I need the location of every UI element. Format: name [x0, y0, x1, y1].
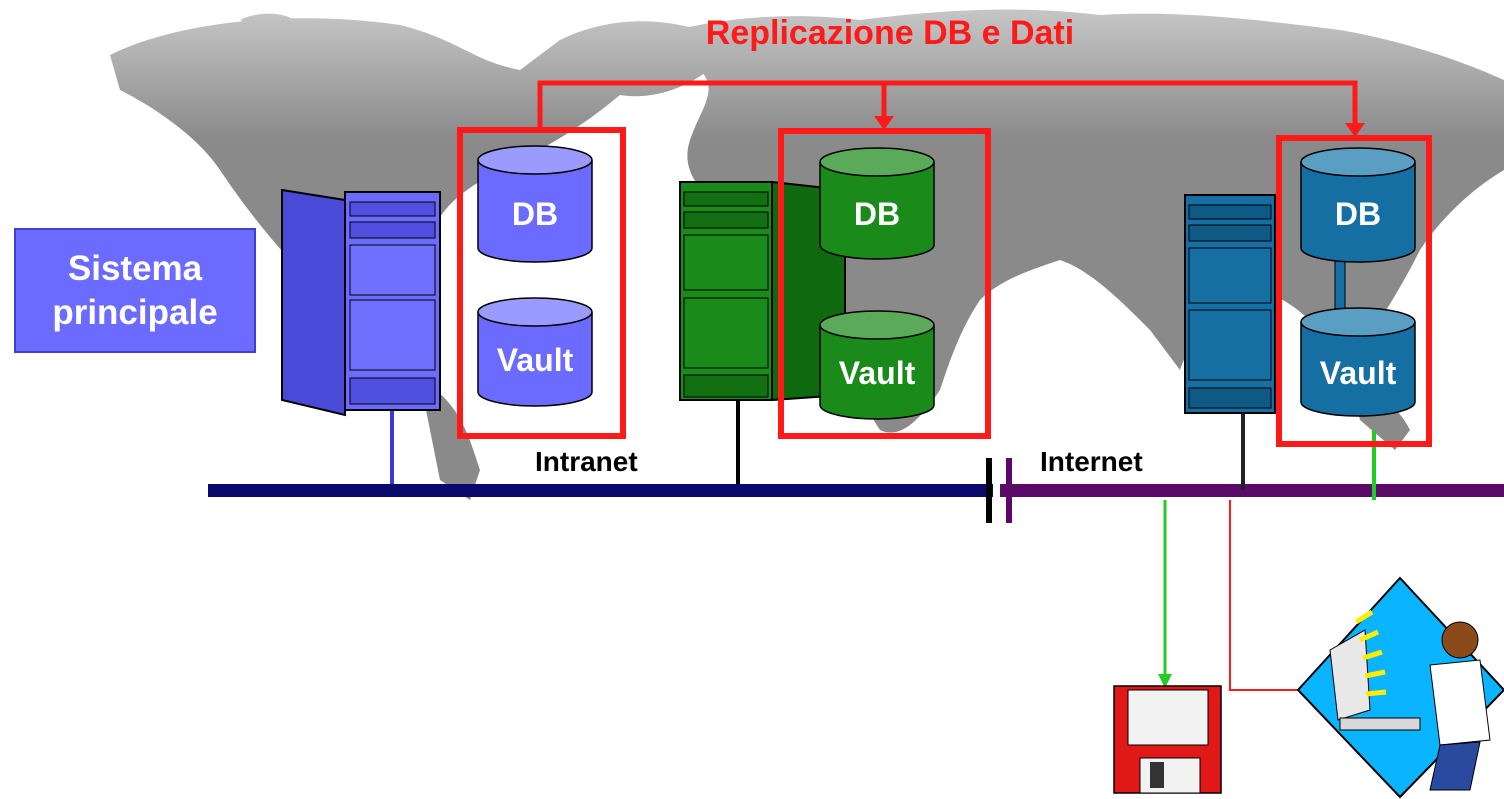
vault-label-replica-2: Vault [1319, 355, 1397, 391]
db-label-replica-2: DB [1334, 196, 1382, 232]
database-icon-replica-2-db [1300, 147, 1416, 263]
replication-arrows [537, 80, 1358, 130]
vault-label-replica-1: Vault [838, 355, 916, 391]
replication-frame-primary [457, 127, 626, 439]
user-at-computer-icon [1296, 576, 1504, 799]
replication-frame-replica-1 [778, 128, 991, 439]
vault-label-primary: Vault [496, 342, 574, 378]
db-label-replica-1: DB [853, 196, 901, 232]
replication-frame-replica-2 [1276, 135, 1432, 447]
database-icon-replica-1-db [819, 147, 935, 260]
arrowheads [874, 116, 1365, 137]
diagram-title: Replicazione DB e Dati [705, 14, 1075, 52]
main-system-label-line-1: Sistema [67, 248, 203, 288]
database-icon-replica-1-vault [819, 310, 935, 420]
internet-line [1000, 484, 1504, 497]
intranet-label: Intranet [535, 446, 638, 477]
database-icon-replica-2-vault [1300, 307, 1416, 417]
server-icon-primary [281, 188, 441, 417]
database-icon-primary-vault [477, 297, 593, 407]
intranet-line [208, 484, 993, 497]
floppy-disk-icon [1113, 685, 1222, 794]
database-icon-primary-db [477, 145, 593, 263]
main-system-label-line-2: principale [52, 292, 218, 332]
main-system-label: Sistema principale [14, 228, 256, 353]
db-label-primary: DB [511, 196, 559, 232]
server-icon-replica-2 [1184, 194, 1276, 414]
internet-label: Internet [1040, 446, 1143, 477]
